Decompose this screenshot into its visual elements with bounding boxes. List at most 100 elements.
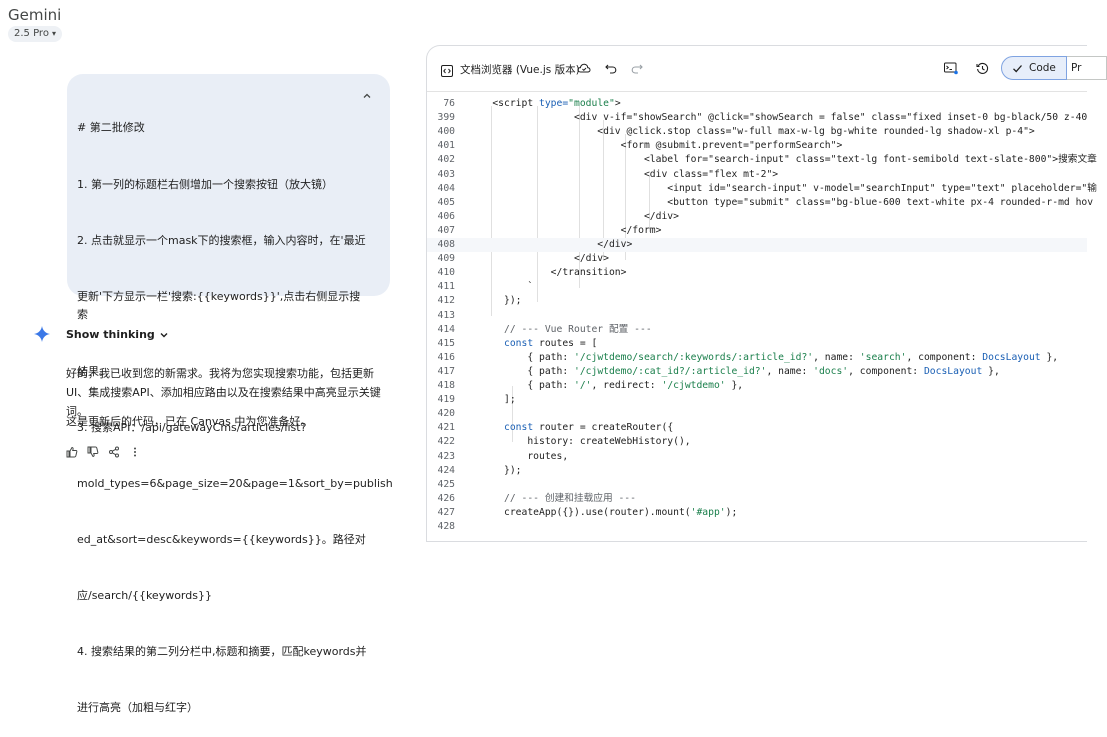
code-token: { path: bbox=[469, 380, 574, 391]
line-number: 402 bbox=[437, 154, 456, 166]
prompt-line: 结果。 bbox=[77, 364, 110, 378]
canvas-title: 文档浏览器 (Vue.js 版本) bbox=[460, 64, 580, 76]
indent-guide bbox=[537, 106, 538, 302]
code-tab-button[interactable]: Code bbox=[1001, 56, 1067, 80]
code-token: routes, bbox=[469, 450, 569, 462]
code-line: 421 const router = createRouter({ bbox=[427, 421, 1087, 435]
code-token: }); bbox=[469, 295, 522, 307]
code-token: "module" bbox=[568, 98, 615, 109]
thumbs-down-icon[interactable] bbox=[87, 446, 99, 458]
line-number: 407 bbox=[437, 224, 456, 236]
code-text: <div v-if="showSearch" @click="showSearc… bbox=[469, 111, 1087, 125]
code-token: ); bbox=[725, 506, 738, 518]
code-token: </div> bbox=[469, 210, 679, 222]
code-line: 403 <div class="flex mt-2"> bbox=[427, 168, 1087, 182]
code-line: 424 }); bbox=[427, 464, 1087, 478]
code-line: 425 bbox=[427, 478, 1087, 492]
code-token: }, bbox=[982, 365, 1000, 377]
code-token: 'search' bbox=[859, 351, 907, 363]
code-text: const routes = [ bbox=[469, 337, 597, 351]
show-thinking-toggle[interactable]: Show thinking bbox=[66, 328, 169, 341]
redo-icon[interactable] bbox=[630, 61, 644, 75]
code-line: 427 createApp({}).use(router).mount('#ap… bbox=[427, 506, 1087, 520]
prompt-line: 3. 搜索API：/api/gatewayCms/articles/list? bbox=[77, 420, 307, 434]
code-token: <form @submit.prevent="performSearch"> bbox=[469, 140, 843, 152]
code-token: // --- 创建和挂载应用 --- bbox=[469, 492, 636, 504]
line-number: 428 bbox=[437, 521, 456, 532]
indent-guide bbox=[491, 106, 492, 316]
line-number: 427 bbox=[437, 506, 456, 518]
line-number: 421 bbox=[437, 422, 456, 434]
code-line: 426 // --- 创建和挂载应用 --- bbox=[427, 492, 1087, 506]
line-number: 424 bbox=[437, 464, 456, 476]
prompt-line: 应/search/{{keywords}} bbox=[77, 588, 212, 602]
line-number: 403 bbox=[437, 168, 456, 180]
undo-icon[interactable] bbox=[604, 61, 618, 75]
line-number: 399 bbox=[437, 112, 456, 124]
code-token: }, bbox=[725, 380, 744, 391]
code-text: <script type="module"> bbox=[469, 97, 620, 111]
code-token: '/cjwtdemo' bbox=[661, 380, 726, 391]
code-editor[interactable]: 76 <script type="module">399 <div v-if="… bbox=[427, 91, 1097, 542]
code-text: // --- Vue Router 配置 --- bbox=[469, 323, 652, 337]
prompt-line: 更新'下方显示一栏'搜索:{{keywords}}',点击右侧显示搜索 bbox=[77, 289, 361, 322]
indent-guide bbox=[512, 386, 513, 442]
prompt-line: 进行高亮（加粗与红字） bbox=[77, 701, 198, 715]
code-text: <button type="submit" class="bg-blue-600… bbox=[469, 196, 1093, 210]
code-text: history: createWebHistory(), bbox=[469, 435, 690, 449]
code-text: { path: '/cjwtdemo/:cat_id?/:article_id?… bbox=[469, 365, 1000, 379]
line-number: 422 bbox=[437, 436, 456, 448]
model-selector[interactable]: 2.5 Pro ▾ bbox=[8, 26, 62, 42]
line-number: 417 bbox=[437, 365, 456, 377]
code-token: <script bbox=[469, 98, 539, 109]
prompt-line: mold_types=6&page_size=20&page=1&sort_by… bbox=[77, 476, 393, 490]
code-text: { path: '/cjwtdemo/search/:keywords/:art… bbox=[469, 351, 1058, 365]
response-paragraph: 这是更新后的代码，已在 Canvas 中为您准备好。 bbox=[66, 415, 312, 428]
user-prompt-bubble bbox=[67, 74, 390, 296]
code-line: 428 bbox=[427, 520, 1087, 534]
code-line: 420 bbox=[427, 407, 1087, 421]
code-text: }); bbox=[469, 294, 522, 308]
preview-tab-button[interactable]: Pr bbox=[1067, 56, 1107, 80]
code-token: <button type="submit" class="bg-blue-600… bbox=[469, 196, 1094, 208]
code-token bbox=[469, 338, 504, 349]
code-token: '/' bbox=[573, 380, 592, 391]
code-token: <input id="search-input" v-model="search… bbox=[469, 182, 1097, 194]
line-number: 416 bbox=[437, 351, 456, 363]
code-text: createApp({}).use(router).mount('#app'); bbox=[469, 506, 737, 520]
code-text: <div class="flex mt-2"> bbox=[469, 168, 778, 182]
check-icon bbox=[1013, 64, 1022, 72]
response-actions bbox=[66, 446, 141, 458]
more-vert-icon[interactable] bbox=[129, 446, 141, 458]
prompt-line: 2. 点击就显示一个mask下的搜索框，输入内容时，在'最近 bbox=[77, 233, 366, 247]
code-token: }, bbox=[1040, 351, 1059, 363]
code-token: routes = [ bbox=[533, 337, 598, 349]
code-token: </transition> bbox=[469, 267, 627, 279]
indent-guide bbox=[579, 106, 580, 288]
code-tab-label: Code bbox=[1029, 62, 1056, 74]
history-icon[interactable] bbox=[975, 61, 989, 75]
line-number: 413 bbox=[437, 309, 456, 321]
canvas-toolbar: 文档浏览器 (Vue.js 版本) Code Pr bbox=[427, 46, 1107, 91]
thumbs-up-icon[interactable] bbox=[66, 446, 78, 458]
code-token: // --- Vue Router 配置 --- bbox=[469, 323, 652, 335]
code-token: <div class="flex mt-2"> bbox=[469, 168, 779, 180]
code-line: 76 <script type="module"> bbox=[427, 97, 1087, 111]
line-number: 405 bbox=[437, 196, 456, 208]
code-line: 413 bbox=[427, 309, 1087, 323]
chevron-up-icon bbox=[363, 93, 371, 98]
share-icon[interactable] bbox=[108, 446, 120, 458]
console-icon[interactable] bbox=[944, 61, 958, 75]
code-token: DocsLayout bbox=[923, 365, 983, 377]
code-token: ` bbox=[469, 281, 534, 293]
line-number: 418 bbox=[437, 380, 456, 391]
code-line: 410 </transition> bbox=[427, 266, 1087, 280]
code-line: 423 routes, bbox=[427, 450, 1087, 464]
code-line: 399 <div v-if="showSearch" @click="showS… bbox=[427, 111, 1088, 125]
line-number: 410 bbox=[437, 267, 456, 279]
line-number: 414 bbox=[437, 323, 456, 335]
cloud-sync-icon[interactable] bbox=[577, 61, 591, 75]
indent-guide bbox=[603, 120, 604, 260]
collapse-prompt-button[interactable] bbox=[359, 88, 375, 104]
line-number: 406 bbox=[437, 210, 456, 222]
